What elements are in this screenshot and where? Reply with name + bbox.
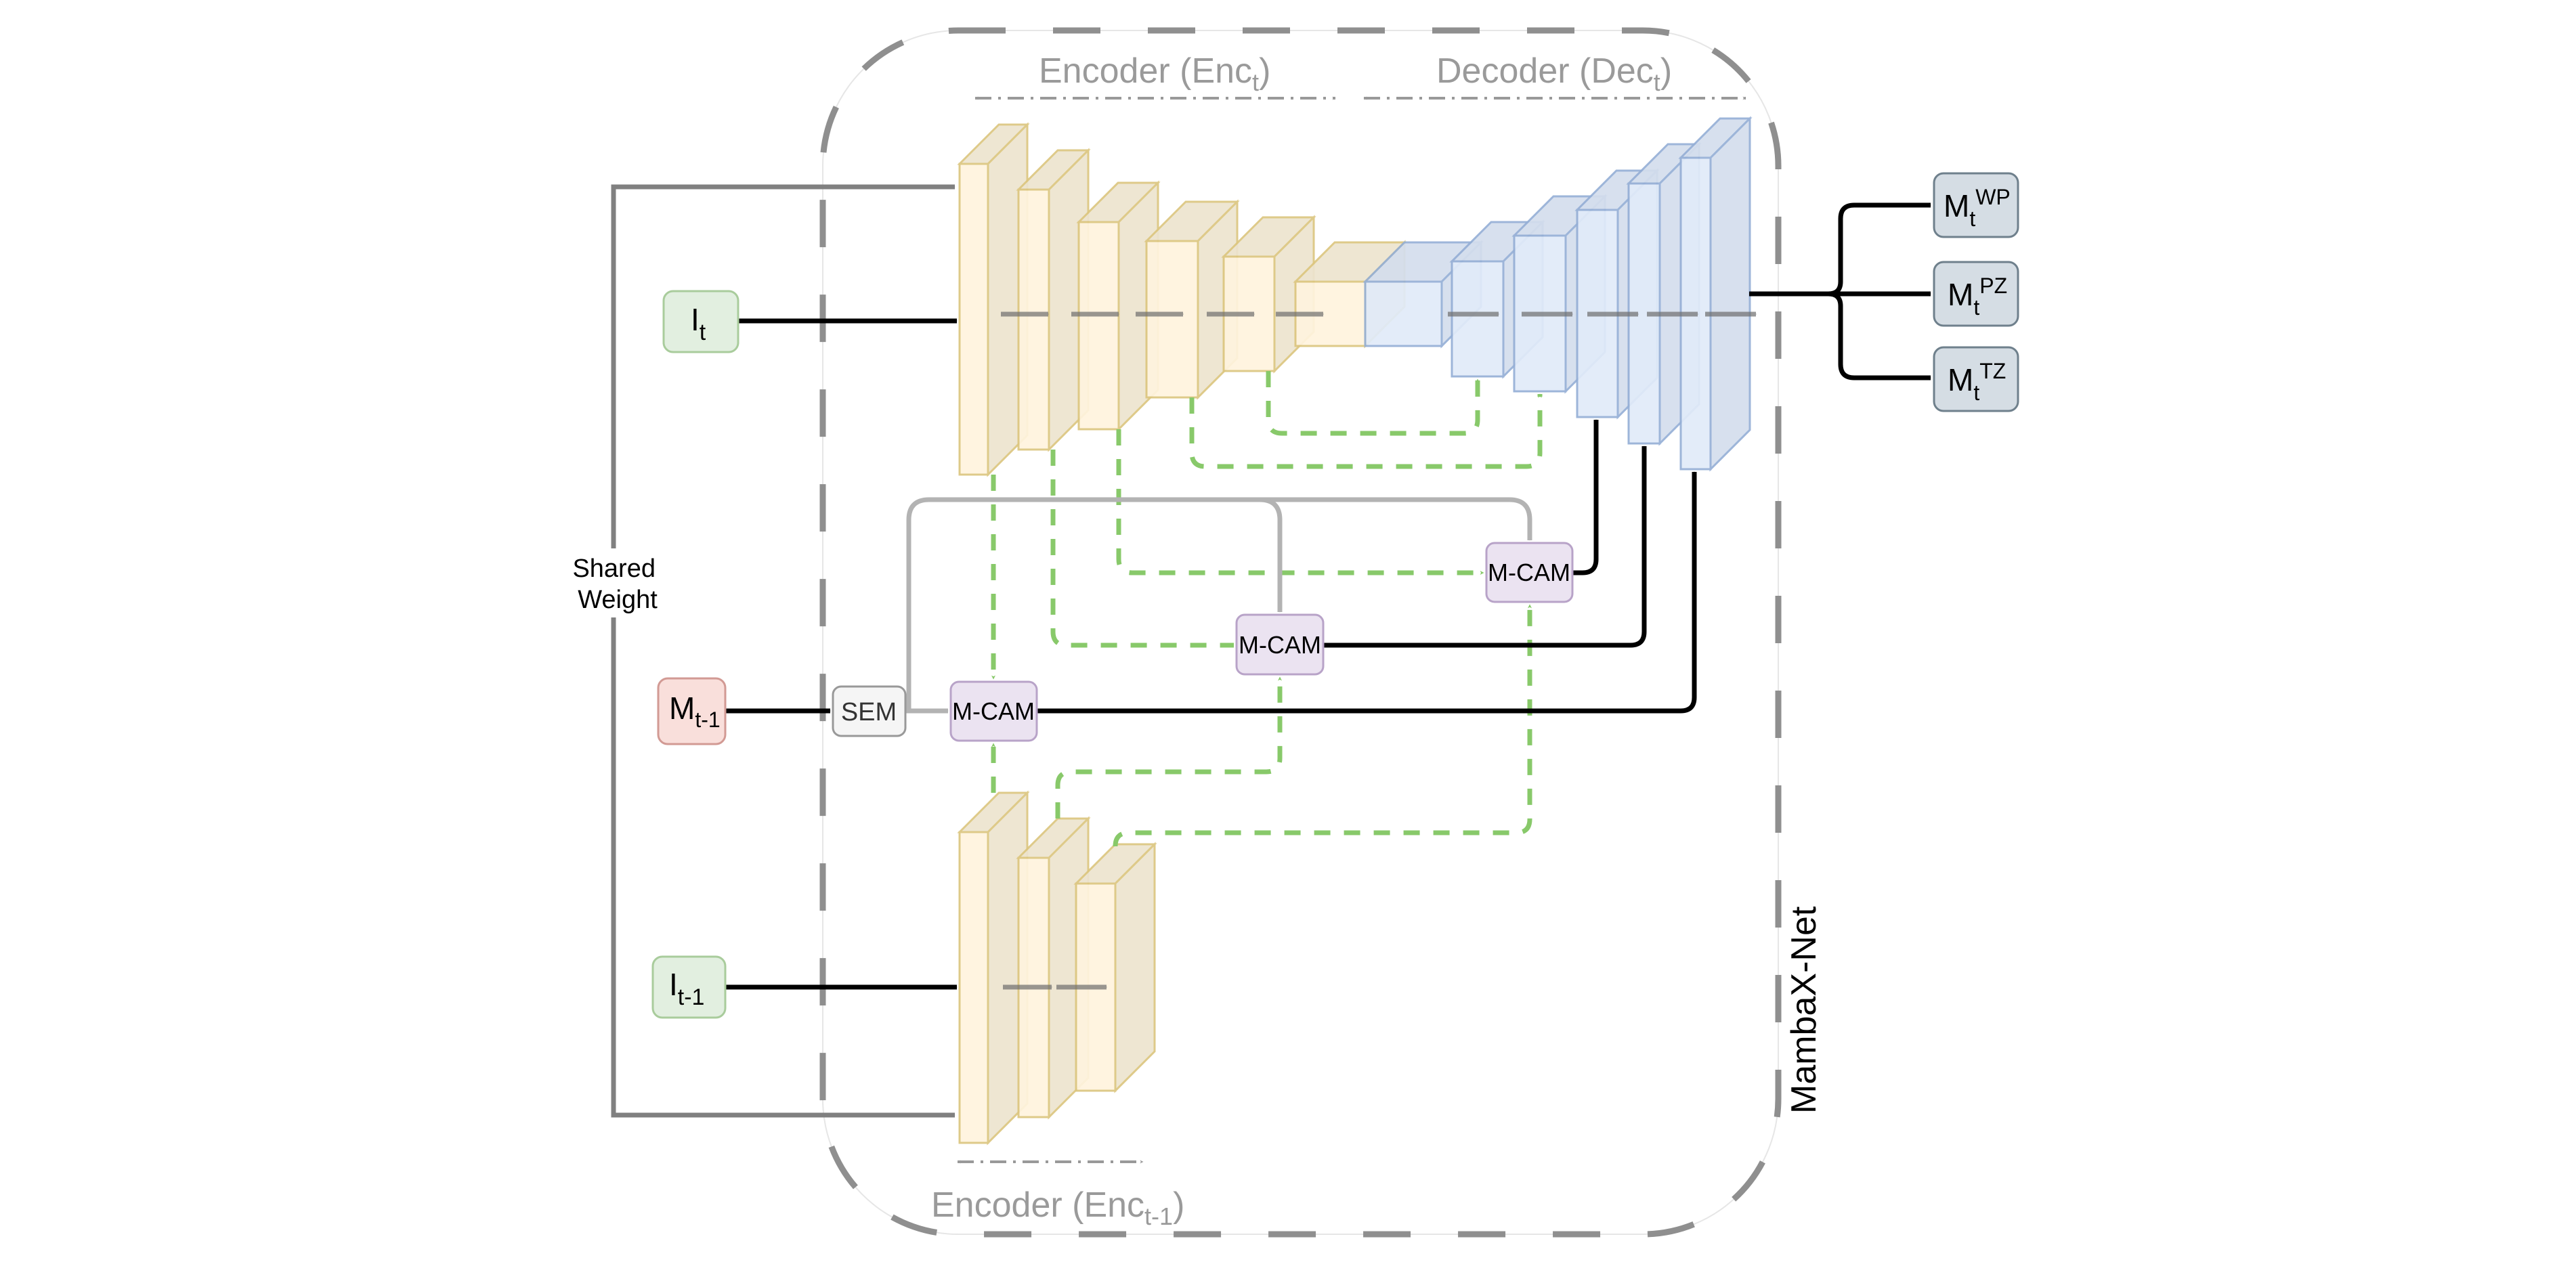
block-side-face <box>1114 842 1156 1093</box>
sem-branch-mcam2 <box>1259 497 1283 613</box>
sem-module: SEM <box>832 685 907 737</box>
output-wp: MtWP <box>1933 172 2019 238</box>
network-container-dashes <box>819 27 1782 1238</box>
svg-text:MtWP: MtWP <box>1944 185 2011 231</box>
skip-enc-b2-to-mcam2 <box>1050 450 1235 648</box>
mcam-module-3: M-CAM <box>1485 542 1574 603</box>
input-previous-mask: Mt-1 <box>657 677 727 745</box>
block-front-face <box>1077 221 1120 431</box>
output-tz: MtTZ <box>1933 346 2019 412</box>
output-pz: MtPZ <box>1933 261 2019 327</box>
mcam-module-1: M-CAM <box>949 680 1038 742</box>
skip-enc-b3-to-mcam3 <box>1116 429 1484 575</box>
skip-prev-b2-to-mcam2 <box>1055 676 1283 819</box>
output-branch-wp <box>1828 202 1931 297</box>
svg-text:MtTZ: MtTZ <box>1948 359 2006 405</box>
svg-text:M-CAM: M-CAM <box>1488 559 1570 586</box>
mcam1-to-dec-b5 <box>1037 471 1697 714</box>
mcam2-to-dec-b4 <box>1323 445 1647 648</box>
block-front-face <box>1145 240 1199 399</box>
input-previous-image: It-1 <box>651 955 727 1019</box>
block-side-face <box>1709 116 1751 472</box>
sem-paths <box>905 497 1532 714</box>
skip-enc-b5-to-dec-b1 <box>1266 371 1480 436</box>
encoder-t-label: Encoder (Enct) <box>1039 51 1270 96</box>
shared-weight-line <box>611 184 956 548</box>
shared-weight-label: Shared Weight <box>572 554 662 614</box>
mcam3-to-dec-b3 <box>1572 419 1599 575</box>
output-branch-tz <box>1828 291 1931 380</box>
network-name-label: MambaX-Net <box>1784 906 1824 1114</box>
decoder-t-label: Decoder (Dect) <box>1436 51 1672 96</box>
svg-text:M-CAM: M-CAM <box>1239 631 1321 659</box>
block-front-face <box>958 831 989 1144</box>
encoder-t1-label: Encoder (Enct-1) <box>931 1185 1184 1230</box>
encoder-t-block-1 <box>957 122 1030 477</box>
main-paths <box>725 202 1931 990</box>
input-current-image: It <box>662 290 739 353</box>
block-front-face <box>1017 188 1050 451</box>
block-front-face <box>1364 280 1443 347</box>
svg-text:SEM: SEM <box>841 698 897 726</box>
svg-text:It-1: It-1 <box>669 967 704 1010</box>
sem-to-mcam2-mcam3 <box>906 497 1532 711</box>
svg-text:Mt-1: Mt-1 <box>669 691 721 732</box>
svg-text:M-CAM: M-CAM <box>952 697 1035 725</box>
mcam-module-2: M-CAM <box>1235 613 1325 676</box>
block-front-face <box>958 162 989 476</box>
skip-enc-b4-to-dec-b2 <box>1189 393 1543 469</box>
svg-text:It: It <box>691 302 706 345</box>
block-front-face <box>1451 260 1505 378</box>
svg-text:MtPZ: MtPZ <box>1948 274 2007 320</box>
skip-connections <box>991 371 1543 847</box>
skip-prev-b3-to-mcam3 <box>1113 604 1532 847</box>
encoder-t1-block-1 <box>957 790 1030 1146</box>
shared-weight-line-lower <box>611 617 956 1118</box>
feature-blocks <box>957 116 1756 1146</box>
encoder-t1-block-3 <box>1073 842 1157 1093</box>
decoder-t-block-5 <box>1678 116 1753 472</box>
